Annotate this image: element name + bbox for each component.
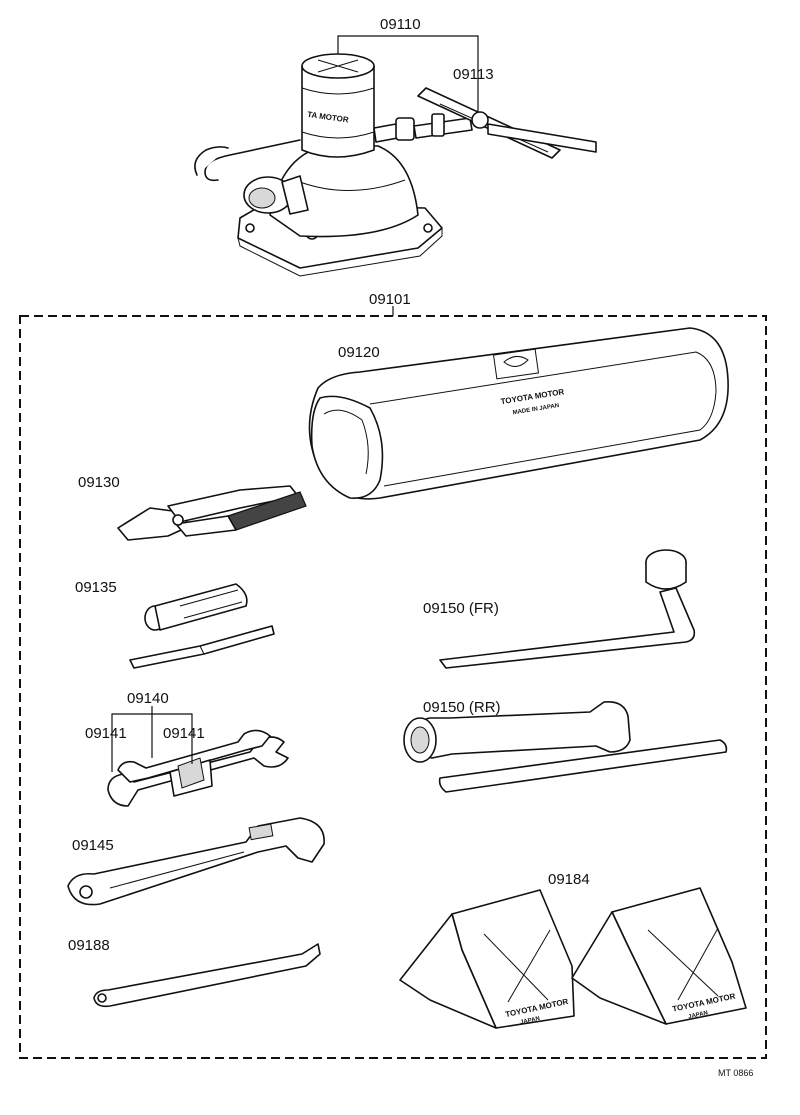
jack-assembly: TA MOTOR xyxy=(194,53,473,277)
callout-09120: 09120 xyxy=(338,344,380,361)
pliers xyxy=(117,485,307,541)
callout-09113: 09113 xyxy=(453,66,494,83)
screwdriver xyxy=(129,583,275,669)
leader-lines-jack xyxy=(337,35,479,112)
tire-lever xyxy=(93,943,321,1008)
adjustable-wrench xyxy=(67,817,325,906)
wheel-chock-left: TOYOTA MOTOR JAPAN xyxy=(399,889,575,1029)
jack-handle xyxy=(417,87,597,159)
chock-left-origin-stamp: JAPAN xyxy=(520,1016,541,1026)
callout-09150-fr: 09150 (FR) xyxy=(423,600,499,617)
tool-bag: TOYOTA MOTOR MADE IN JAPAN xyxy=(308,327,729,500)
callout-09184: 09184 xyxy=(548,871,590,888)
callout-09141-left: 09141 xyxy=(85,725,127,742)
wheel-wrench-front xyxy=(439,549,696,669)
leader-lines-wrench-set xyxy=(111,706,193,772)
callout-09150-rr: 09150 (RR) xyxy=(423,699,501,716)
wheel-chock-right: TOYOTA MOTOR JAPAN xyxy=(571,887,747,1025)
callout-09145: 09145 xyxy=(72,837,114,854)
wheel-wrench-rear xyxy=(403,700,728,793)
reference-code: MT 0866 xyxy=(718,1068,753,1078)
callout-09141-right: 09141 xyxy=(163,725,205,742)
callout-09135: 09135 xyxy=(75,579,117,596)
open-end-wrenches xyxy=(107,729,289,807)
callout-09140: 09140 xyxy=(127,690,169,707)
callout-09110: 09110 xyxy=(380,16,421,33)
chock-right-origin-stamp: JAPAN xyxy=(688,1010,709,1020)
callout-09188: 09188 xyxy=(68,937,110,954)
callout-09101: 09101 xyxy=(369,291,411,308)
callout-09130: 09130 xyxy=(78,474,120,491)
